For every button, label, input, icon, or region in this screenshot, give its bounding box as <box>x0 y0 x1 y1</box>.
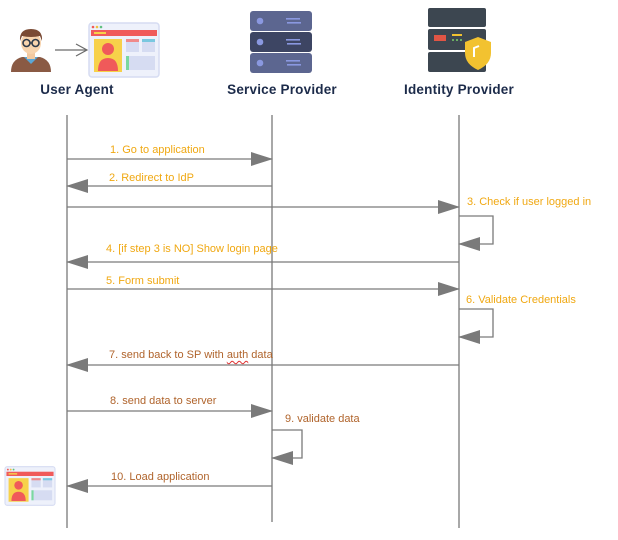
message-label-6: 6. Validate Credentials <box>466 294 576 306</box>
actor-label-identity-provider: Identity Provider <box>404 82 514 97</box>
server-stack-icon <box>250 11 312 73</box>
self-loop-3 <box>458 215 494 251</box>
message-label-10: 10. Load application <box>111 471 210 483</box>
user-avatar-icon <box>11 29 51 72</box>
actor-label-service-provider: Service Provider <box>227 82 337 97</box>
secure-server-shield-icon <box>428 8 491 72</box>
browser-app-icon <box>88 22 160 78</box>
user-to-browser-arrowhead <box>75 43 89 57</box>
message-label-8: 8. send data to server <box>110 395 217 407</box>
message-label-1: 1. Go to application <box>110 144 205 156</box>
message-label-4: 4. [if step 3 is NO] Show login page <box>106 243 278 255</box>
message-label-3: 3. Check if user logged in <box>467 196 592 208</box>
self-loop-9 <box>271 429 303 465</box>
self-loop-6 <box>458 308 494 344</box>
message-label-7: 7. send back to SP with auth data <box>109 349 273 361</box>
message-label-2: 2. Redirect to IdP <box>109 172 194 184</box>
message-label-7-part-1: 7. send back to SP with <box>109 349 227 361</box>
message-label-7-part-3: data <box>248 349 273 361</box>
message-label-5: 5. Form submit <box>106 275 180 287</box>
message-label-9: 9. validate data <box>285 413 360 425</box>
actor-label-user-agent: User Agent <box>40 82 114 97</box>
loaded-app-browser-icon <box>4 466 56 506</box>
message-label-7-part-2: auth <box>226 349 249 361</box>
